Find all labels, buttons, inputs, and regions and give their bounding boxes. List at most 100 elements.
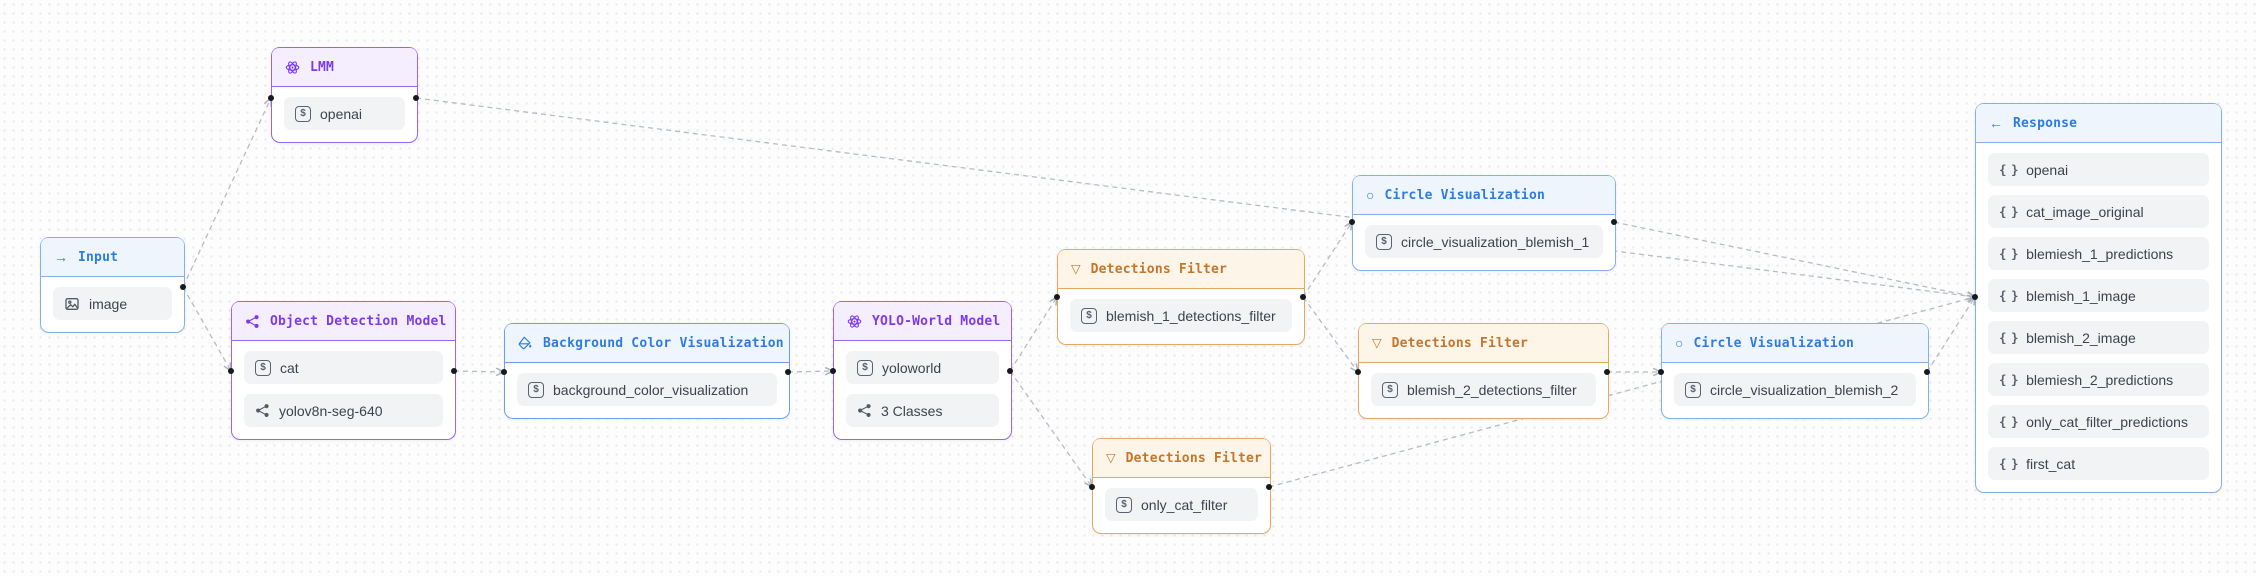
- node-yolo-header: YOLO-World Model: [834, 302, 1011, 341]
- handle-odm-right[interactable]: [451, 368, 457, 374]
- funnel-icon: ▽: [1372, 335, 1382, 350]
- item-label: blemish_1_image: [2026, 287, 2136, 304]
- edge-bcv-yolo: [787, 371, 833, 372]
- handle-bcv-left[interactable]: [501, 369, 507, 375]
- handle-cv2-right[interactable]: [1924, 369, 1930, 375]
- handle-cv1-right[interactable]: [1611, 219, 1617, 225]
- braces-icon: { }: [1999, 330, 2019, 345]
- node-lmm[interactable]: LMM $ openai: [271, 47, 418, 143]
- node-item-blemish-1-detections-filter[interactable]: $ blemish_1_detections_filter: [1070, 299, 1292, 332]
- braces-icon: { }: [1999, 456, 2019, 471]
- node-lmm-header: LMM: [272, 48, 417, 87]
- response-item-blemish-1-image[interactable]: { } blemish_1_image: [1988, 279, 2209, 312]
- handle-df3-right[interactable]: [1266, 484, 1272, 490]
- node-title: Detections Filter: [1090, 261, 1228, 277]
- edge-df1-df2: [1302, 296, 1358, 372]
- item-label: blemiesh_2_predictions: [2026, 371, 2174, 388]
- node-df2-header: ▽ Detections Filter: [1359, 324, 1608, 363]
- node-item-image[interactable]: image: [53, 287, 172, 320]
- item-label: first_cat: [2026, 455, 2076, 472]
- node-df3-header: ▽ Detections Filter: [1093, 439, 1270, 478]
- response-item-blemiesh-1-predictions[interactable]: { } blemiesh_1_predictions: [1988, 237, 2209, 270]
- item-label: circle_visualization_blemish_2: [1710, 381, 1899, 398]
- edge-input-lmm: [182, 98, 271, 288]
- string-icon: $: [1685, 381, 1701, 398]
- node-title: LMM: [310, 59, 335, 75]
- item-label: 3 Classes: [881, 402, 943, 419]
- handle-odm-left[interactable]: [228, 368, 234, 374]
- node-df1-header: ▽ Detections Filter: [1058, 250, 1304, 289]
- node-response[interactable]: ← Response { } openai { } cat_image_orig…: [1975, 103, 2222, 493]
- circle-icon: ○: [1675, 335, 1684, 351]
- item-label: only_cat_filter_predictions: [2026, 413, 2188, 430]
- edge-odm-bcv: [453, 371, 504, 372]
- edge-yolo-df3: [1009, 370, 1092, 487]
- node-detections-filter-only-cat[interactable]: ▽ Detections Filter $ only_cat_filter: [1092, 438, 1271, 534]
- model-graph-icon: [245, 314, 260, 329]
- node-response-header: ← Response: [1976, 104, 2221, 143]
- item-label: blemish_2_detections_filter: [1407, 381, 1577, 398]
- node-yolo-world-model[interactable]: YOLO-World Model $ yoloworld 3 Classes: [833, 301, 1012, 440]
- handle-df1-left[interactable]: [1054, 294, 1060, 300]
- string-icon: $: [1116, 496, 1132, 513]
- edge-df1-cv1: [1302, 222, 1352, 298]
- node-input[interactable]: → Input image: [40, 237, 185, 333]
- string-icon: $: [1376, 233, 1392, 250]
- node-object-detection-model[interactable]: Object Detection Model $ cat yolov8n-seg…: [231, 301, 456, 440]
- node-item-only-cat-filter[interactable]: $ only_cat_filter: [1105, 488, 1258, 521]
- node-item-circle-visualization-blemish-2[interactable]: $ circle_visualization_blemish_2: [1674, 373, 1916, 406]
- response-item-only-cat-filter-predictions[interactable]: { } only_cat_filter_predictions: [1988, 405, 2209, 438]
- handle-response-left[interactable]: [1972, 294, 1978, 300]
- node-title: Background Color Visualization: [543, 335, 784, 351]
- node-circle-visualization-blemish-2[interactable]: ○ Circle Visualization $ circle_visualiz…: [1661, 323, 1929, 419]
- node-item-circle-visualization-blemish-1[interactable]: $ circle_visualization_blemish_1: [1365, 225, 1603, 258]
- item-label: blemish_2_image: [2026, 329, 2136, 346]
- node-item-blemish-2-detections-filter[interactable]: $ blemish_2_detections_filter: [1371, 373, 1596, 406]
- node-input-header: → Input: [41, 238, 184, 277]
- response-item-blemiesh-2-predictions[interactable]: { } blemiesh_2_predictions: [1988, 363, 2209, 396]
- node-item-cat[interactable]: $ cat: [244, 351, 443, 384]
- handle-yolo-right[interactable]: [1007, 368, 1013, 374]
- handle-cv2-left[interactable]: [1658, 369, 1664, 375]
- item-label: blemiesh_1_predictions: [2026, 245, 2174, 262]
- item-label: openai: [320, 105, 363, 122]
- item-label: only_cat_filter: [1141, 496, 1228, 513]
- response-item-blemish-2-image[interactable]: { } blemish_2_image: [1988, 321, 2209, 354]
- edge-cv2-response: [1926, 297, 1975, 373]
- model-graph-icon: [857, 403, 872, 418]
- node-item-openai[interactable]: $ openai: [284, 97, 405, 130]
- model-graph-icon: [255, 403, 270, 418]
- node-item-3-classes[interactable]: 3 Classes: [846, 394, 999, 427]
- edge-yolo-df1: [1009, 297, 1057, 372]
- node-background-color-visualization[interactable]: Background Color Visualization $ backgro…: [504, 323, 790, 419]
- node-item-yolov8n-seg-640[interactable]: yolov8n-seg-640: [244, 394, 443, 427]
- item-label: blemish_1_detections_filter: [1106, 307, 1276, 324]
- handle-df3-left[interactable]: [1089, 484, 1095, 490]
- response-item-cat-image-original[interactable]: { } cat_image_original: [1988, 195, 2209, 228]
- node-circle-visualization-blemish-1[interactable]: ○ Circle Visualization $ circle_visualiz…: [1352, 175, 1616, 271]
- string-icon: $: [1382, 381, 1398, 398]
- handle-df2-left[interactable]: [1355, 369, 1361, 375]
- handle-input-right[interactable]: [180, 284, 186, 290]
- handle-cv1-left[interactable]: [1349, 219, 1355, 225]
- node-item-yoloworld[interactable]: $ yoloworld: [846, 351, 999, 384]
- paint-bucket-icon: [518, 336, 533, 351]
- circle-icon: ○: [1366, 187, 1375, 203]
- response-item-first-cat[interactable]: { } first_cat: [1988, 447, 2209, 480]
- handle-df2-right[interactable]: [1604, 369, 1610, 375]
- node-detections-filter-blemish-1[interactable]: ▽ Detections Filter $ blemish_1_detectio…: [1057, 249, 1305, 345]
- string-icon: $: [528, 381, 544, 398]
- handle-lmm-left[interactable]: [268, 95, 274, 101]
- handle-lmm-right[interactable]: [413, 95, 419, 101]
- node-detections-filter-blemish-2[interactable]: ▽ Detections Filter $ blemish_2_detectio…: [1358, 323, 1609, 419]
- node-item-background-color-visualization[interactable]: $ background_color_visualization: [517, 373, 777, 406]
- handle-yolo-left[interactable]: [830, 368, 836, 374]
- node-title: Circle Visualization: [1693, 335, 1855, 351]
- braces-icon: { }: [1999, 246, 2019, 261]
- handle-df1-right[interactable]: [1300, 294, 1306, 300]
- item-label: cat_image_original: [2026, 203, 2144, 220]
- response-item-openai[interactable]: { } openai: [1988, 153, 2209, 186]
- handle-bcv-right[interactable]: [785, 369, 791, 375]
